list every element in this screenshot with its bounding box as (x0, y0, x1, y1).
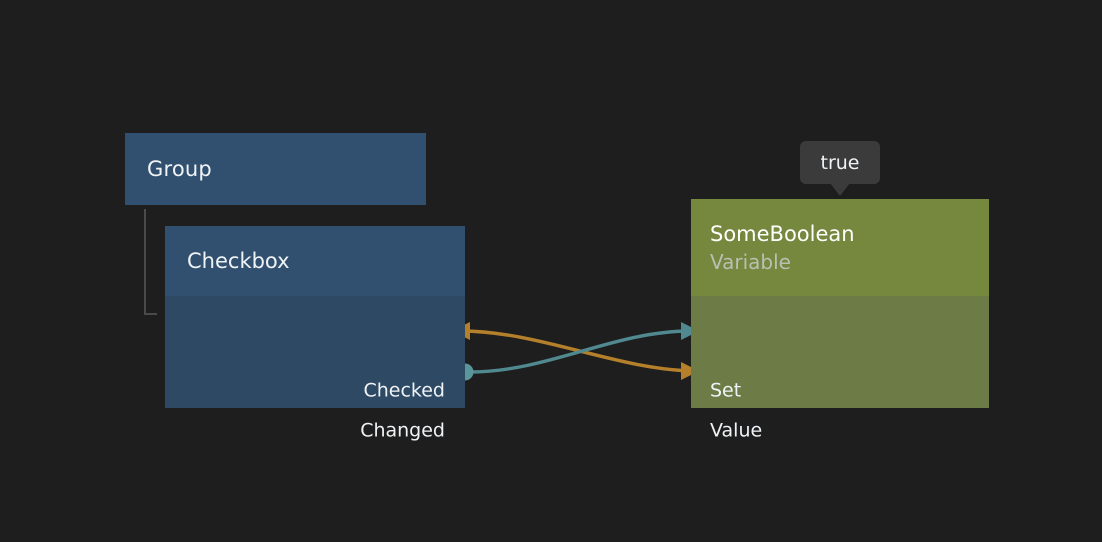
value-tooltip-tail (830, 183, 850, 196)
node-variable-subtitle: Variable (710, 250, 791, 274)
group-header[interactable]: Group (125, 133, 426, 205)
input-port-value-label[interactable]: Value (710, 419, 763, 442)
node-some-boolean-variable[interactable]: SomeBoolean Variable Set Value (691, 199, 989, 440)
node-variable-title: SomeBoolean (710, 222, 855, 246)
group-bracket-connector (144, 209, 157, 315)
wire-changed-to-set[interactable] (468, 329, 692, 374)
group-title: Group (147, 157, 212, 181)
node-checkbox-header[interactable]: Checkbox (165, 226, 465, 296)
node-variable-header[interactable]: SomeBoolean Variable (691, 199, 989, 296)
node-variable-body: Set Value (691, 296, 989, 440)
value-tooltip: true (800, 141, 880, 196)
node-checkbox-title: Checkbox (187, 249, 290, 273)
input-port-set-label[interactable]: Set (710, 379, 742, 402)
wire-value-to-checked[interactable] (459, 329, 699, 373)
output-port-changed-label[interactable]: Changed (360, 419, 445, 442)
node-checkbox-body: Checked Changed (165, 296, 465, 440)
node-checkbox[interactable]: Checkbox Checked Changed (165, 226, 465, 440)
value-tooltip-text: true (820, 151, 860, 174)
output-port-checked-label[interactable]: Checked (363, 379, 445, 402)
